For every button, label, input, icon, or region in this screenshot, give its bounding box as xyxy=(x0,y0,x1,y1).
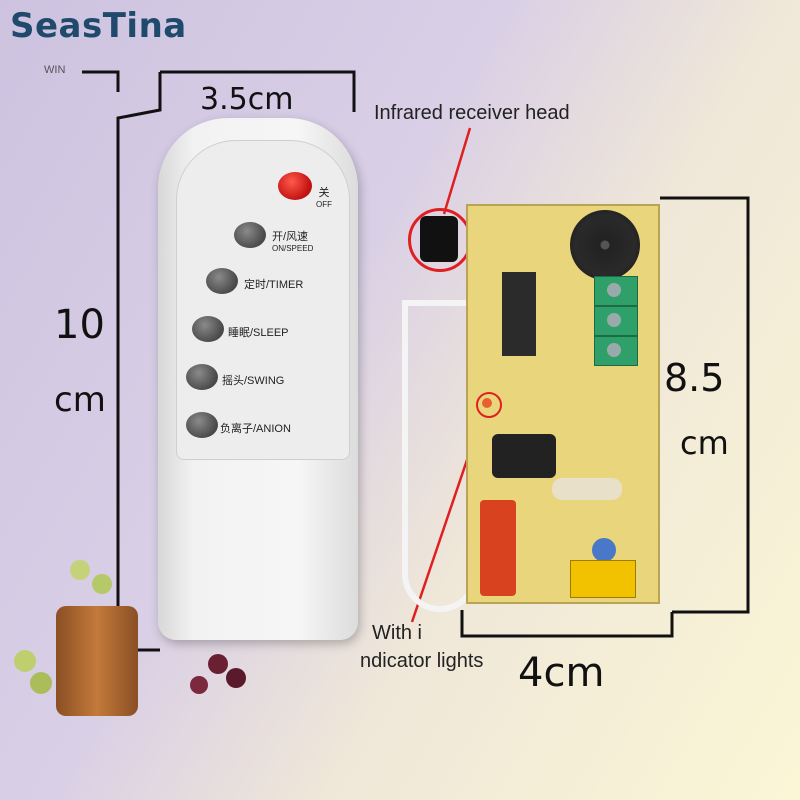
grape-image xyxy=(70,560,90,580)
grape-image xyxy=(30,672,52,694)
grape-image xyxy=(14,650,36,672)
resistor-icon xyxy=(552,478,622,500)
indicator-highlight-circle xyxy=(476,392,502,418)
buzzer-icon xyxy=(570,210,640,280)
timer-button xyxy=(206,268,238,294)
remote-height-unit: cm xyxy=(54,380,106,420)
wine-barrel-image xyxy=(56,606,138,716)
terminal-block-icon xyxy=(594,276,638,306)
receiver-callout: Infrared receiver head xyxy=(374,102,570,124)
board-height-value: 8.5 xyxy=(664,356,725,400)
off-button xyxy=(278,172,312,200)
ic-chip-icon xyxy=(502,272,536,356)
speed-button xyxy=(234,222,266,248)
capacitor-icon xyxy=(492,434,556,478)
sleep-label: 睡眠/SLEEP xyxy=(228,327,289,339)
board-height-unit: cm xyxy=(680,424,729,462)
ceramic-capacitor-icon xyxy=(592,538,616,562)
swing-label: 摇头/SWING xyxy=(222,375,285,387)
receiver-highlight-circle xyxy=(408,208,472,272)
brand-logo: SeasTina xyxy=(10,6,187,46)
grape-image xyxy=(92,574,112,594)
corner-text: WIN xyxy=(44,64,66,76)
terminal-block-icon xyxy=(594,306,638,336)
anion-button xyxy=(186,412,218,438)
grape-image xyxy=(190,676,208,694)
indicator-led-icon xyxy=(482,398,492,408)
anion-label: 负离子/ANION xyxy=(220,423,291,435)
swing-button xyxy=(186,364,218,390)
grape-image xyxy=(208,654,228,674)
indicator-callout-line1: With i xyxy=(372,622,422,644)
remote-height-value: 10 xyxy=(54,302,105,348)
board-width-label: 4cm xyxy=(518,650,605,696)
connector-icon xyxy=(570,560,636,598)
sleep-button xyxy=(192,316,224,342)
film-capacitor-icon xyxy=(480,500,516,596)
remote-width-label: 3.5cm xyxy=(200,82,294,117)
terminal-block-icon xyxy=(594,336,638,366)
indicator-callout-line2: ndicator lights xyxy=(360,650,484,672)
timer-label: 定时/TIMER xyxy=(244,279,304,291)
remote-button-panel xyxy=(176,140,350,460)
grape-image xyxy=(226,668,246,688)
